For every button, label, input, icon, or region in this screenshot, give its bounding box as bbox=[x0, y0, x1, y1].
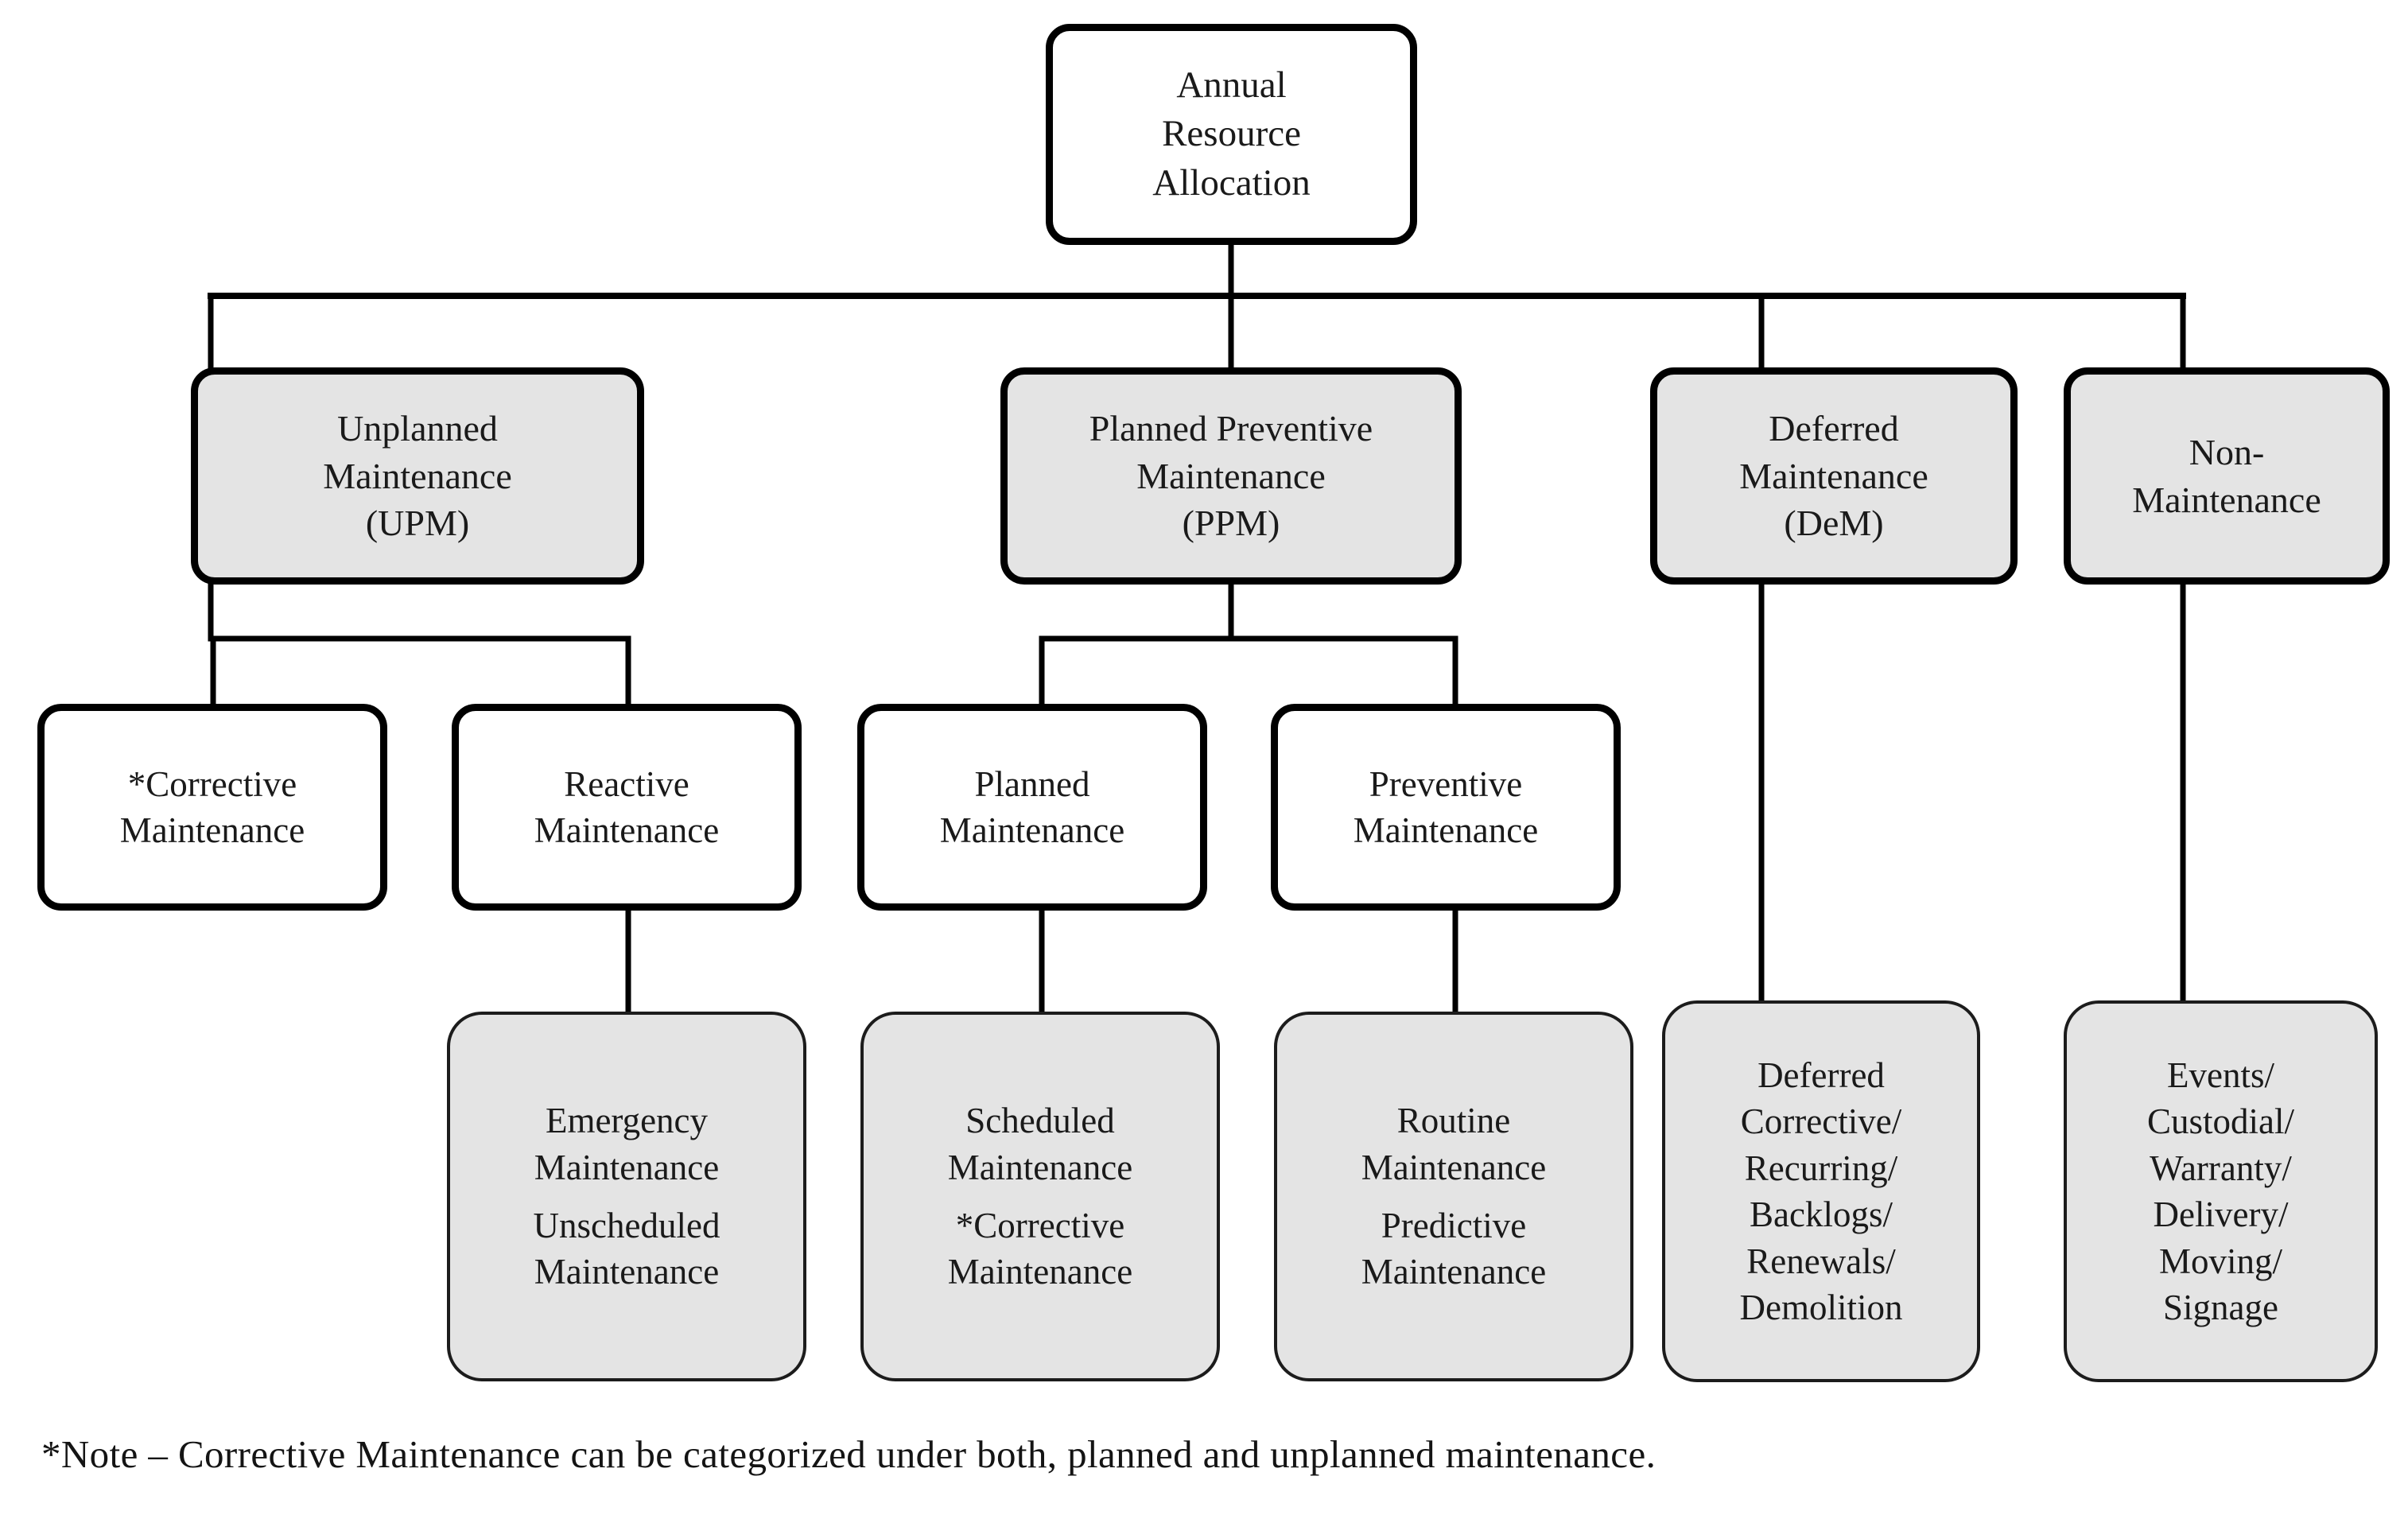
node-line: Custodial/ bbox=[2146, 1101, 2294, 1141]
node-line: Maintenance bbox=[119, 810, 305, 850]
node-planned-details[interactable]: Scheduled Maintenance *Corrective Mainte… bbox=[860, 1012, 1220, 1381]
node-line: Maintenance bbox=[1361, 1147, 1547, 1187]
node-line: Unplanned bbox=[337, 407, 498, 449]
node-line: Maintenance bbox=[534, 1147, 720, 1187]
node-line: Corrective/ bbox=[1740, 1101, 1902, 1141]
node-deferred-maintenance[interactable]: Deferred Maintenance (DeM) bbox=[1650, 367, 2018, 585]
node-preventive-details[interactable]: Routine Maintenance Predictive Maintenan… bbox=[1274, 1012, 1633, 1381]
node-line: Events/ bbox=[2167, 1055, 2274, 1095]
node-line: *Corrective bbox=[955, 1205, 1125, 1245]
node-reactive-maintenance[interactable]: Reactive Maintenance bbox=[452, 704, 802, 911]
node-line: Maintenance bbox=[534, 1252, 720, 1292]
node-line: Maintenance bbox=[534, 810, 720, 850]
node-line: Maintenance bbox=[1136, 455, 1326, 496]
node-corrective-maintenance[interactable]: *Corrective Maintenance bbox=[37, 704, 387, 911]
node-line: Maintenance bbox=[1353, 810, 1539, 850]
node-non-maintenance-details[interactable]: Events/ Custodial/ Warranty/ Delivery/ M… bbox=[2064, 1000, 2378, 1382]
node-line: Signage bbox=[2163, 1288, 2278, 1327]
node-line: Recurring/ bbox=[1744, 1148, 1898, 1188]
node-annual-resource-allocation[interactable]: Annual Resource Allocation bbox=[1046, 24, 1417, 245]
node-line: Maintenance bbox=[947, 1147, 1133, 1187]
node-line: Unscheduled bbox=[533, 1205, 720, 1245]
node-line: Maintenance bbox=[2132, 479, 2321, 520]
footnote-text: *Note – Corrective Maintenance can be ca… bbox=[41, 1432, 1656, 1476]
node-line: Non- bbox=[2189, 431, 2265, 472]
node-line: Warranty/ bbox=[2150, 1148, 2292, 1188]
node-line: Renewals/ bbox=[1746, 1241, 1896, 1281]
node-planned-preventive-maintenance[interactable]: Planned Preventive Maintenance (PPM) bbox=[1000, 367, 1462, 585]
node-line: Predictive bbox=[1381, 1205, 1527, 1245]
node-preventive-maintenance[interactable]: Preventive Maintenance bbox=[1271, 704, 1621, 911]
node-line: Planned bbox=[974, 763, 1090, 804]
node-line: Allocation bbox=[1152, 161, 1311, 204]
node-planned-maintenance[interactable]: Planned Maintenance bbox=[857, 704, 1207, 911]
node-line: Maintenance bbox=[939, 810, 1125, 850]
node-non-maintenance[interactable]: Non- Maintenance bbox=[2064, 367, 2390, 585]
node-line: Emergency bbox=[545, 1101, 709, 1141]
node-line: Resource bbox=[1162, 113, 1301, 155]
node-line: Backlogs/ bbox=[1750, 1195, 1893, 1234]
node-line: *Corrective bbox=[127, 763, 297, 804]
node-line: Annual bbox=[1176, 64, 1287, 107]
node-line: Maintenance bbox=[323, 455, 512, 496]
node-line: Delivery/ bbox=[2153, 1195, 2289, 1234]
node-line: Maintenance bbox=[947, 1252, 1133, 1292]
node-reactive-details[interactable]: Emergency Maintenance Unscheduled Mainte… bbox=[447, 1012, 806, 1381]
node-line: Maintenance bbox=[1361, 1252, 1547, 1292]
node-line: Demolition bbox=[1739, 1288, 1903, 1327]
node-line: Routine bbox=[1396, 1101, 1511, 1141]
node-line: Deferred bbox=[1769, 407, 1899, 449]
node-deferred-details[interactable]: Deferred Corrective/ Recurring/ Backlogs… bbox=[1662, 1000, 1980, 1382]
node-line: Reactive bbox=[564, 763, 689, 804]
node-line: Preventive bbox=[1369, 763, 1523, 804]
node-line: Maintenance bbox=[1739, 455, 1928, 496]
node-line: (DeM) bbox=[1784, 503, 1884, 544]
node-line: Scheduled bbox=[965, 1101, 1115, 1141]
node-line: Planned Preventive bbox=[1089, 407, 1373, 449]
node-line: Moving/ bbox=[2158, 1241, 2283, 1281]
node-unplanned-maintenance[interactable]: Unplanned Maintenance (UPM) bbox=[191, 367, 644, 585]
node-line: (PPM) bbox=[1182, 503, 1280, 544]
node-line: (UPM) bbox=[365, 503, 470, 544]
node-line: Deferred bbox=[1757, 1055, 1885, 1095]
